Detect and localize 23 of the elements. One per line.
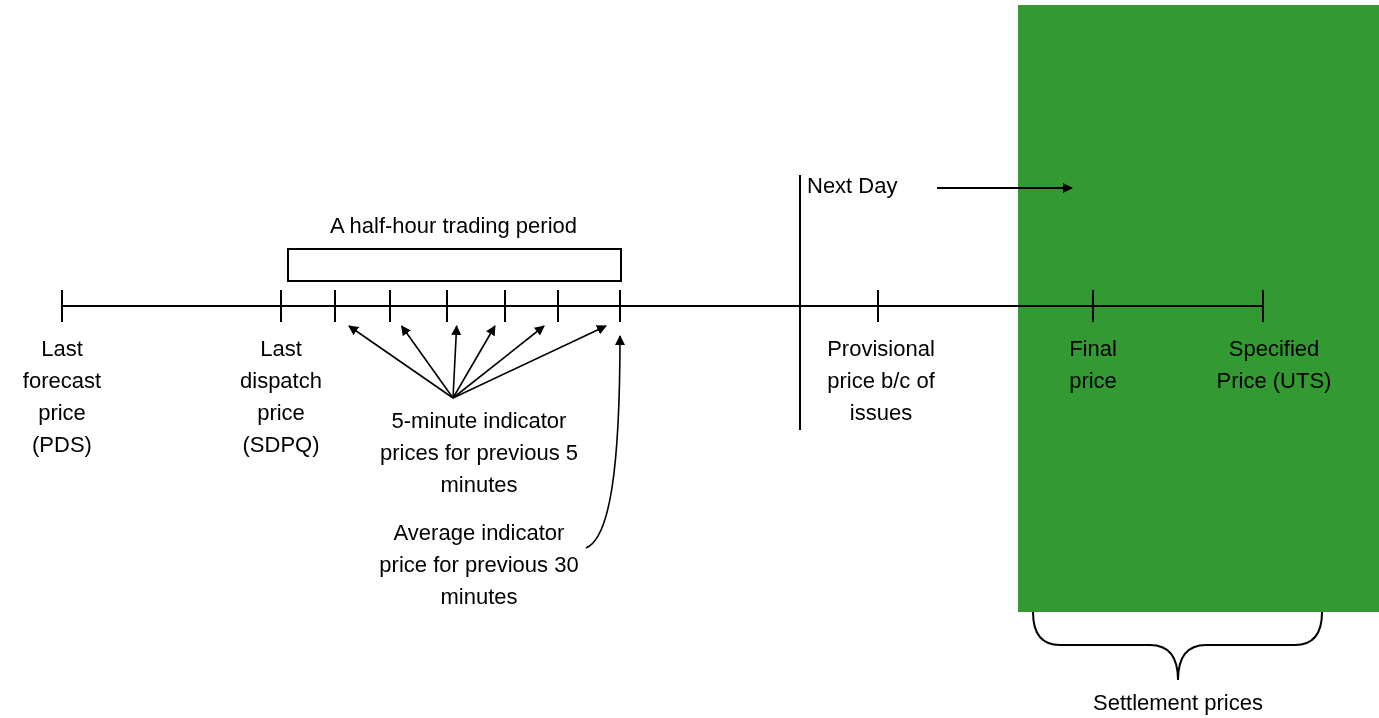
arrow — [452, 325, 496, 399]
arrow — [585, 335, 625, 549]
arrow — [452, 325, 545, 399]
settlement-label: Settlement prices — [1092, 689, 1264, 717]
tick-mark — [504, 290, 506, 322]
arrow — [452, 325, 607, 399]
tick-mark — [334, 290, 336, 322]
tick-label: Last dispatch price (SDPQ) — [239, 335, 323, 459]
tick-mark — [389, 290, 391, 322]
tick-label: Last forecast price (PDS) — [21, 335, 103, 459]
next-day-label: Next Day — [807, 172, 899, 200]
tick-mark — [446, 290, 448, 322]
indicator-note: 5-minute indicator prices for previous 5 minutes — [378, 407, 580, 499]
tick-label: Final price — [1068, 335, 1118, 395]
arrow — [348, 325, 454, 399]
period-label: A half-hour trading period — [328, 212, 579, 240]
arrow — [451, 325, 462, 399]
tick-label: Specified Price (UTS) — [1216, 335, 1332, 395]
tick-mark — [619, 290, 621, 322]
tick-mark — [557, 290, 559, 322]
average-note: Average indicator price for previous 30 minutes — [378, 519, 580, 611]
tick-label: Provisional price b/c of issues — [826, 335, 936, 427]
arrow — [400, 325, 454, 399]
